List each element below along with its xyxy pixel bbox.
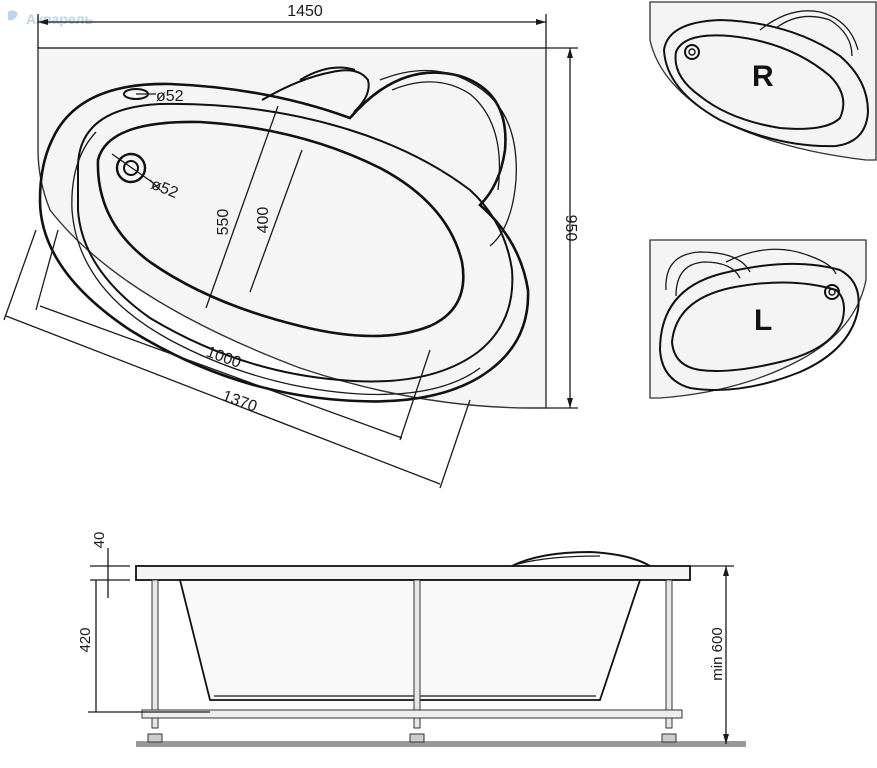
dim-400: 400: [249, 149, 303, 293]
height-dim-label: min 600: [709, 627, 726, 680]
side-headrest: [511, 550, 651, 567]
tub-rim: [135, 565, 691, 581]
inner-width-label: 550: [215, 209, 232, 236]
inner-basin: [96, 120, 465, 338]
left-variant-label: L: [754, 304, 772, 337]
plan-height-label: 950: [562, 215, 579, 242]
outer-rim: [38, 71, 530, 403]
frame-legs: [141, 579, 683, 743]
right-variant-label: R: [752, 60, 774, 93]
variant-left: L: [649, 239, 867, 399]
dim-950: 950: [546, 47, 579, 409]
inner-rim: [77, 102, 514, 383]
side-view: 40 420 min 600: [77, 532, 746, 747]
dim-420: 420: [77, 580, 210, 713]
dim-min600: min 600: [690, 565, 734, 744]
depth-dim-label: 420: [77, 627, 94, 652]
variant-right: R: [649, 1, 877, 161]
overflow-hole: ø52: [123, 88, 184, 105]
tub-body: [178, 579, 642, 701]
watermark-logo: Акварель: [8, 10, 94, 27]
inner-length-label: 400: [255, 207, 272, 234]
dim-1450: 1450: [37, 3, 547, 48]
overflow-label: ø52: [156, 88, 184, 105]
watermark-text: Акварель: [26, 11, 94, 27]
dim-550: 550: [205, 105, 279, 309]
plan-width-label: 1450: [287, 3, 323, 20]
plan-view: ø52 ø52 550 400 1000: [3, 3, 579, 489]
plan-outline: [37, 47, 547, 409]
headrest: [261, 69, 370, 113]
dim-40: 40: [90, 532, 130, 598]
diagonal-outer-label: 1370: [220, 388, 259, 416]
rim-dim-label: 40: [91, 532, 108, 549]
